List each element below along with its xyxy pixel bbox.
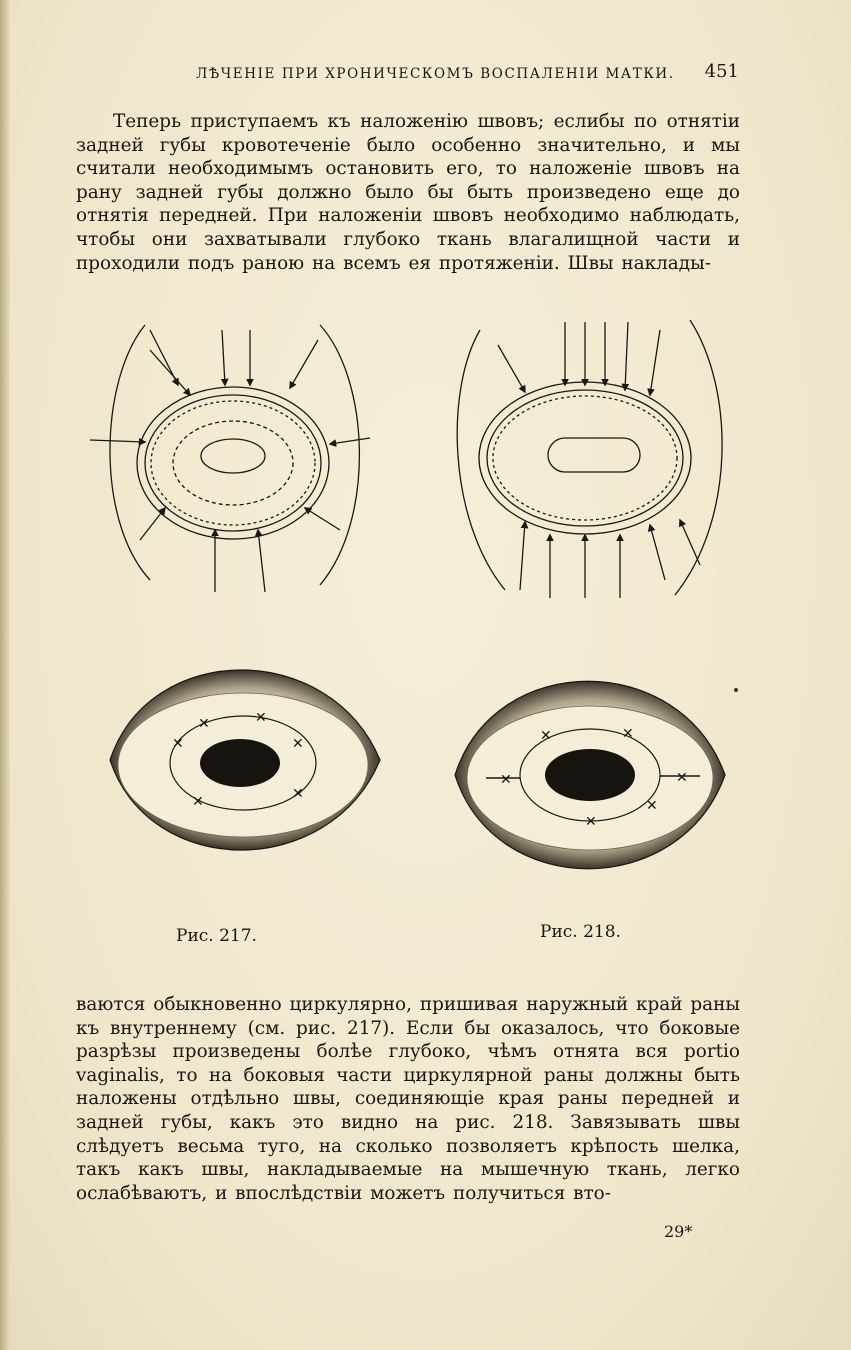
suture-scheme-left <box>89 324 371 593</box>
page-spine-shadow <box>0 0 10 1350</box>
svg-text:✕: ✕ <box>622 726 634 742</box>
svg-text:✕: ✕ <box>198 716 210 732</box>
figure-217-caption: Рис. 217. <box>176 926 257 946</box>
page-number: 451 <box>704 61 739 82</box>
figure-218-drawing: ✕ ✕ ✕ ✕ ✕ ✕ <box>454 680 726 870</box>
svg-text:✕: ✕ <box>192 794 204 810</box>
running-title: ЛѢЧЕНІЕ ПРИ ХРОНИЧЕСКОМЪ ВОСПАЛЕНІИ МАТК… <box>196 66 675 82</box>
paragraph-2: ваются обыкновенно циркулярно, пришивая … <box>76 994 740 1204</box>
signature-mark: 29* <box>664 1222 693 1241</box>
suture-scheme-right <box>456 319 723 598</box>
svg-text:✕: ✕ <box>292 786 304 802</box>
svg-text:✕: ✕ <box>676 770 688 786</box>
running-head: ЛѢЧЕНІЕ ПРИ ХРОНИЧЕСКОМЪ ВОСПАЛЕНІИ МАТК… <box>76 61 739 88</box>
svg-text:✕: ✕ <box>172 736 184 752</box>
figure-218-caption: Рис. 218. <box>540 922 621 942</box>
svg-text:✕: ✕ <box>585 814 597 830</box>
svg-text:✕: ✕ <box>255 710 267 726</box>
svg-text:✕: ✕ <box>646 798 658 814</box>
ink-speck <box>734 688 738 692</box>
svg-text:✕: ✕ <box>540 728 552 744</box>
figure-217-drawing: ✕ ✕ ✕ ✕ ✕ ✕ <box>109 669 381 851</box>
svg-text:✕: ✕ <box>292 736 304 752</box>
paragraph-1: Теперь приступаемъ къ наложенію швовъ; е… <box>76 111 740 274</box>
svg-text:✕: ✕ <box>500 772 512 788</box>
